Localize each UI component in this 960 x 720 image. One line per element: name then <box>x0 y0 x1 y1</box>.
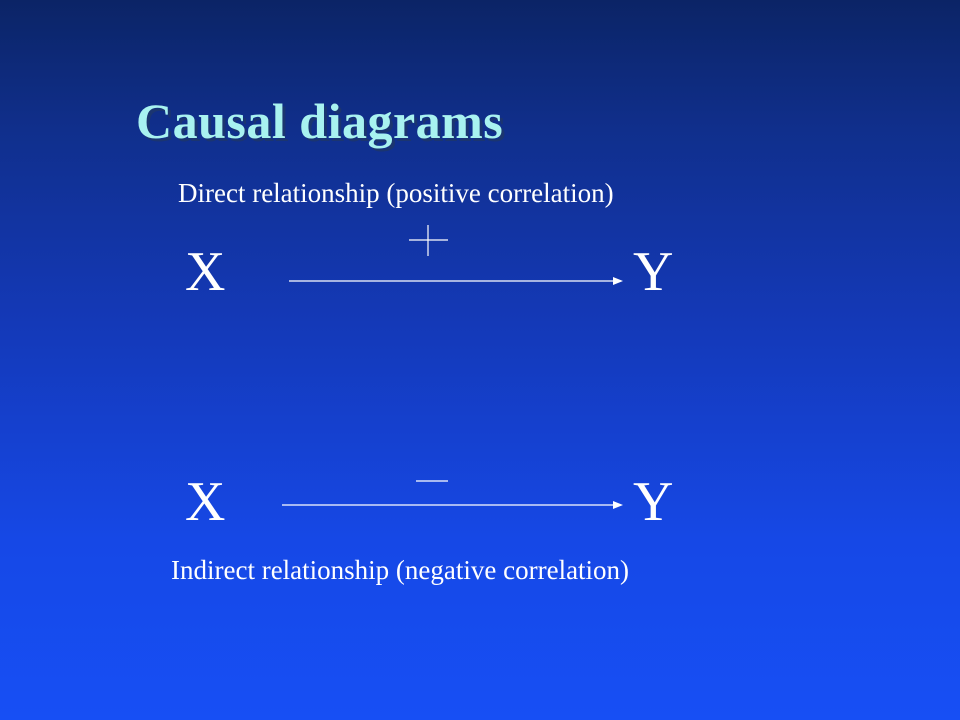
positive-arrowhead <box>613 277 623 285</box>
slide-title: Causal diagrams <box>136 93 504 149</box>
indirect-x-label: X <box>185 471 226 533</box>
direct-y-label: Y <box>633 241 674 303</box>
indirect-relationship-caption: Indirect relationship (negative correlat… <box>171 555 630 585</box>
negative-arrowhead <box>613 501 623 509</box>
direct-relationship-caption: Direct relationship (positive correlatio… <box>178 178 614 208</box>
indirect-y-label: Y <box>633 471 674 533</box>
direct-x-label: X <box>185 241 226 303</box>
